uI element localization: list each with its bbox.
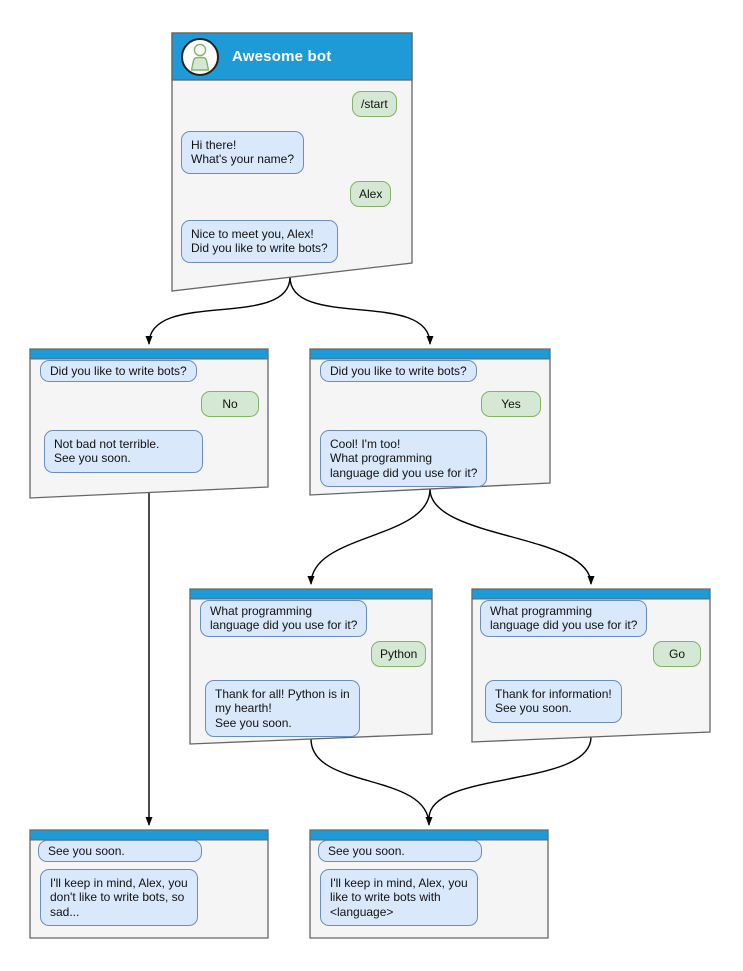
window-body-branch-yes — [309, 348, 551, 496]
connector-bot-to-yes — [289, 276, 434, 345]
person-icon — [190, 43, 210, 71]
connector-yes-to-go — [429, 488, 595, 585]
window-body-end-yes — [309, 829, 549, 939]
connector-bot-to-no — [145, 276, 291, 345]
connector-go-to-end — [428, 736, 592, 819]
window-header-branch-python — [189, 588, 433, 600]
window-body-branch-go — [471, 588, 711, 743]
connector-python-to-end — [310, 738, 433, 826]
window-header-branch-go — [471, 588, 711, 600]
window-header-branch-yes — [309, 348, 551, 360]
avatar — [181, 38, 219, 76]
connector-yes-to-python — [307, 488, 431, 585]
window-body-branch-python — [189, 588, 433, 745]
window-header-end-no — [29, 829, 269, 841]
window-header-branch-no — [29, 348, 269, 360]
window-header-end-yes — [309, 829, 549, 841]
window-body-end-no — [29, 829, 269, 939]
window-body-branch-no — [29, 348, 269, 499]
